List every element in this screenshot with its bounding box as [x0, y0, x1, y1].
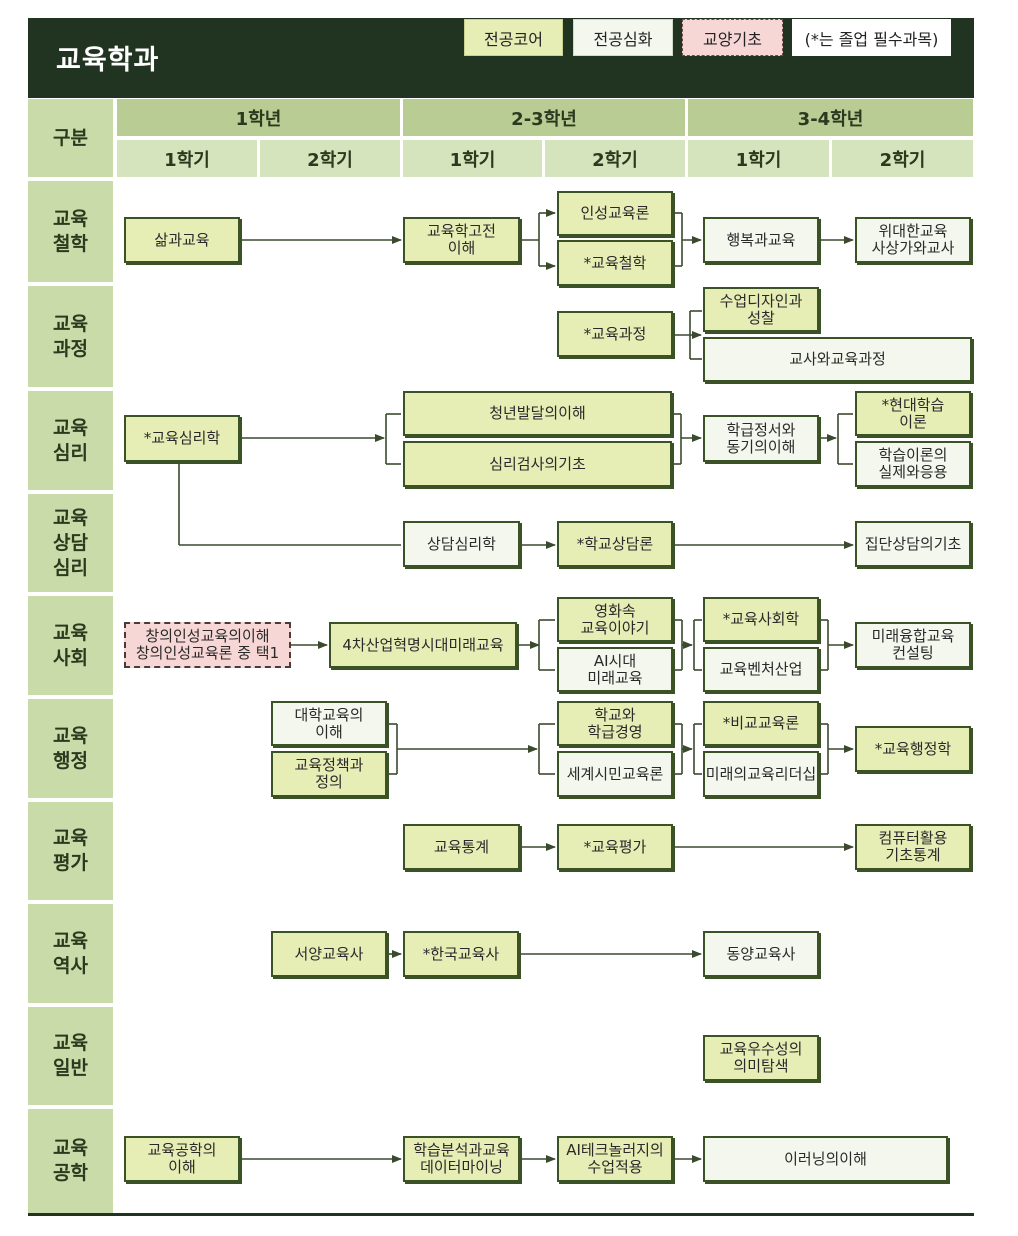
legend-base: 교양기초 [682, 19, 783, 56]
row-label-sociology: 교육 사회 [28, 596, 113, 695]
legend-core: 전공코어 [464, 19, 563, 56]
course-node: 동양교육사 [703, 931, 819, 977]
course-node: 미래융합교육 컨설팅 [855, 622, 971, 668]
semester-1-1: 1학기 [117, 140, 257, 177]
row-label-psychology: 교육 심리 [28, 391, 113, 490]
course-node: 이러닝의이해 [703, 1136, 948, 1182]
row-label-evaluation: 교육 평가 [28, 802, 113, 900]
course-node: 심리검사의기초 [403, 441, 672, 487]
course-node: AI시대 미래교육 [557, 647, 673, 692]
header-gubun: 구분 [28, 99, 113, 177]
course-node: 서양교육사 [271, 931, 387, 977]
row-label-history: 교육 역사 [28, 904, 113, 1003]
course-node: 학교와 학급경영 [557, 701, 673, 746]
bottom-rule [28, 1213, 974, 1216]
course-node: *학교상담론 [557, 521, 673, 567]
course-node: 학습이론의 실제와응용 [855, 441, 971, 487]
course-node: 집단상담의기초 [855, 521, 971, 567]
semester-1-2: 2학기 [260, 140, 400, 177]
semester-3-1: 1학기 [688, 140, 829, 177]
course-node: 행복과교육 [703, 217, 819, 263]
course-node: *교육행정학 [855, 726, 971, 772]
row-label-administration: 교육 행정 [28, 699, 113, 798]
year-1: 1학년 [117, 99, 400, 136]
course-node: 인성교육론 [557, 191, 673, 236]
legend-deep: 전공심화 [573, 19, 673, 56]
course-node: 수업디자인과 성찰 [703, 287, 819, 332]
course-node: AI테크놀러지의 수업적용 [557, 1136, 673, 1182]
course-node: *교육평가 [557, 824, 673, 870]
course-node: 교사와교육과정 [703, 337, 972, 382]
course-node: 학급정서와 동기의이해 [703, 415, 819, 462]
course-node: 교육벤처산업 [703, 647, 819, 692]
course-node: 청년발달의이해 [403, 391, 672, 436]
course-node: 교육우수성의 의미탐색 [703, 1035, 819, 1081]
course-node: *한국교육사 [403, 931, 519, 977]
course-node: 교육통계 [403, 824, 520, 870]
course-node: *교육철학 [557, 240, 673, 286]
course-node: 미래의교육리더십 [703, 751, 819, 797]
course-node: 교육정책과 정의 [271, 751, 387, 797]
semester-3-2: 2학기 [832, 140, 973, 177]
course-node: 위대한교육 사상가와교사 [855, 217, 971, 263]
row-label-technology: 교육 공학 [28, 1109, 113, 1213]
course-node: *교육과정 [557, 311, 673, 357]
course-node: *현대학습 이론 [855, 391, 971, 436]
course-node: 영화속 교육이야기 [557, 597, 673, 642]
course-node: 교육학고전 이해 [403, 217, 520, 263]
page-title: 교육학과 [56, 45, 160, 76]
semester-2-1: 1학기 [403, 140, 542, 177]
row-label-general: 교육 일반 [28, 1007, 113, 1105]
year-2-3: 2-3학년 [403, 99, 685, 136]
course-node: 상담심리학 [403, 521, 520, 567]
course-node: 세계시민교육론 [557, 751, 673, 797]
row-label-counseling: 교육 상담 심리 [28, 494, 113, 592]
course-node: *비교교육론 [703, 701, 819, 746]
course-node: 대학교육의 이해 [271, 701, 387, 746]
course-node: *교육심리학 [124, 415, 240, 462]
semester-2-2: 2학기 [545, 140, 685, 177]
course-node: *교육사회학 [703, 597, 819, 642]
year-3-4: 3-4학년 [688, 99, 973, 136]
legend-note: (*는 졸업 필수과목) [792, 19, 951, 56]
course-node: 학습분석과교육 데이터마이닝 [403, 1136, 520, 1182]
row-label-curriculum: 교육 과정 [28, 286, 113, 387]
course-node: 삶과교육 [124, 217, 240, 263]
course-node: 컴퓨터활용 기초통계 [855, 824, 971, 870]
course-node: 창의인성교육의이해 창의인성교육론 중 택1 [124, 622, 291, 668]
row-label-philosophy: 교육 철학 [28, 181, 113, 282]
course-node: 4차산업혁명시대미래교육 [329, 622, 517, 668]
course-node: 교육공학의 이해 [124, 1136, 240, 1182]
